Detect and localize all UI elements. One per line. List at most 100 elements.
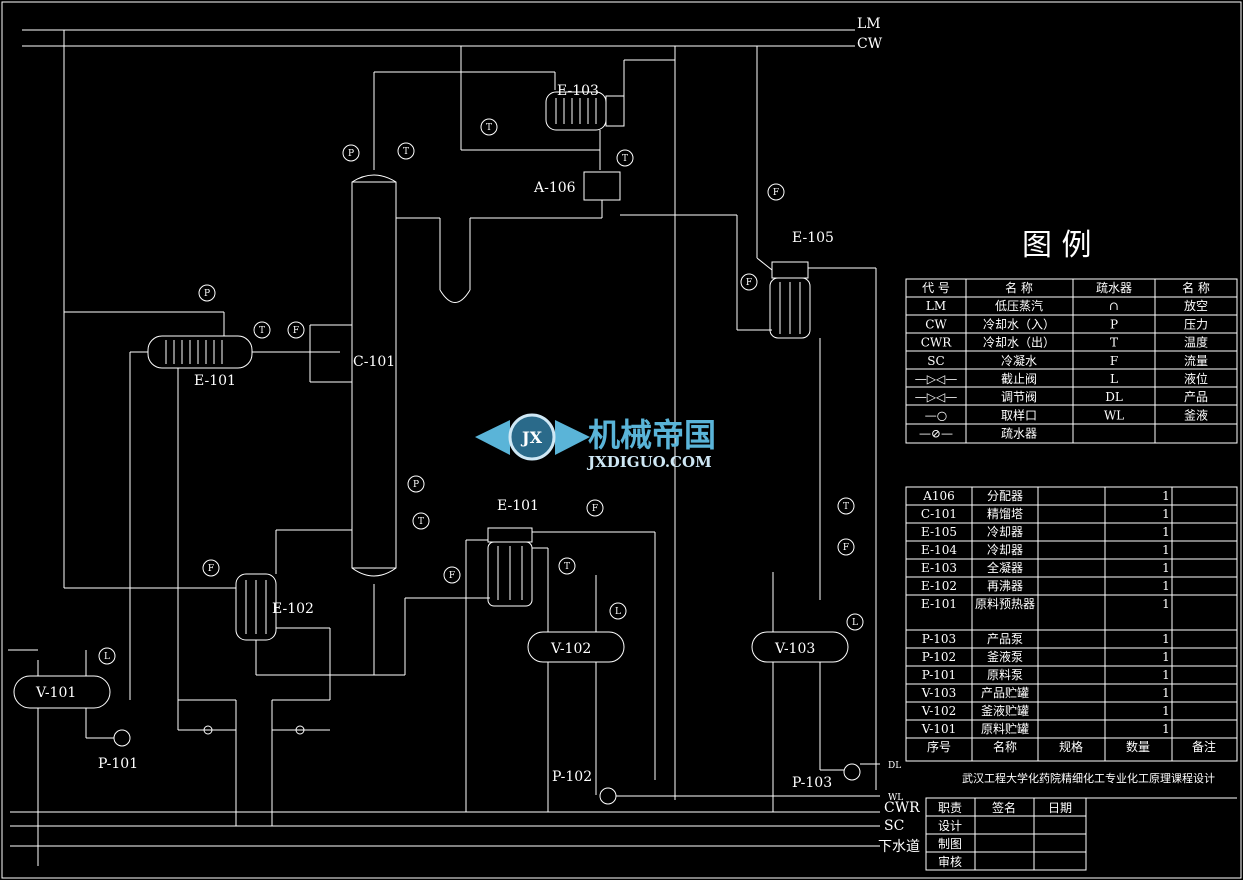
cw-label: CW (857, 36, 883, 52)
legend-cell: L (1110, 372, 1118, 386)
v101-label: V-101 (35, 685, 76, 701)
legend-title: 图 例 (1022, 228, 1092, 263)
legend-cell: 釜液 (1184, 407, 1208, 422)
v102-label: V-102 (550, 641, 591, 657)
instrument-l-label: L (615, 607, 621, 617)
instrument-p-label: P (204, 289, 210, 299)
equipment-list-cell: P-103 (922, 632, 956, 646)
e101-mid-label: E-101 (497, 498, 539, 514)
legend-header-cell: 名 称 (1182, 280, 1210, 295)
legend-cell: —○ (925, 408, 947, 422)
legend-cell: 放空 (1184, 298, 1208, 313)
tb-row-draw: 制图 (938, 837, 962, 851)
legend-cell: —⊘— (919, 427, 953, 441)
p101-label: P-101 (98, 756, 138, 772)
preheater-e101-mid[interactable] (487, 527, 533, 607)
instrument-p-label: P (413, 480, 419, 490)
tank-v101[interactable] (13, 675, 111, 709)
equipment-list-cell: E-104 (921, 543, 957, 557)
e103-label: E-103 (557, 83, 599, 99)
equipment-list-cell: 1 (1162, 632, 1170, 646)
equipment-list-cell: 1 (1162, 507, 1170, 521)
equipment-list-cell: E-105 (921, 525, 957, 539)
equipment-list-cell: E-102 (921, 579, 957, 593)
legend-cell: SC (927, 354, 944, 368)
title-block-grid (925, 797, 1237, 871)
e101-left-label: E-101 (194, 373, 236, 389)
pump-p103[interactable] (843, 763, 861, 781)
legend-cell: CW (925, 317, 947, 331)
instrument-p-label: P (348, 149, 354, 159)
pump-p101[interactable] (113, 729, 131, 747)
equipment-list-cell: 原料泵 (987, 668, 1023, 682)
dl-label: DL (888, 761, 901, 771)
instrument-t-label: T (259, 326, 265, 336)
tb-header-date: 日期 (1048, 801, 1072, 815)
watermark-en: JXDIGUO.COM (586, 453, 712, 471)
legend-cell: 低压蒸汽 (995, 298, 1043, 313)
legend-table-grid (905, 278, 1238, 444)
watermark-cn: 机械帝国 (588, 416, 716, 454)
tb-header-role: 职责 (938, 801, 962, 815)
legend-header-cell: 代 号 (922, 281, 950, 295)
equipment-list-cell: 1 (1162, 525, 1170, 539)
instrument-f-label: F (843, 543, 849, 553)
equipment-list-cell: V-103 (921, 686, 957, 700)
equipment-list-cell: 1 (1162, 579, 1170, 593)
legend-cell: 产品 (1184, 390, 1208, 404)
equipment-list-header: 序号 (927, 739, 951, 754)
equipment-list-cell: E-103 (921, 561, 957, 575)
tb-row-design: 设计 (938, 819, 962, 833)
tb-header-sign: 签名 (992, 800, 1016, 815)
equipment-list-cell: 冷却器 (987, 543, 1023, 557)
pump-p102[interactable] (599, 787, 617, 805)
legend-cell: LM (926, 299, 946, 313)
wl-label: WL (888, 793, 903, 803)
equipment-list-cell: V-102 (921, 704, 957, 718)
drain-label: 下水道 (878, 839, 920, 855)
column-c101[interactable] (351, 174, 397, 577)
reboiler-e102[interactable] (235, 573, 277, 641)
equipment-list-cell: 分配器 (987, 489, 1023, 503)
equipment-list-cell: 产品贮罐 (981, 685, 1029, 700)
legend-cell: ∩ (1109, 299, 1119, 313)
cooler-e105[interactable] (769, 261, 811, 339)
instrument-l-label: L (852, 618, 858, 628)
tb-row-review: 审核 (938, 854, 962, 869)
equipment-list-cell: 1 (1162, 543, 1170, 557)
tank-v102[interactable] (527, 631, 625, 663)
instrument-t-label: T (486, 123, 492, 133)
legend-cell: —▷◁— (915, 390, 957, 404)
legend-cell: 冷凝水 (1001, 353, 1037, 368)
instrument-t-label: T (403, 147, 409, 157)
legend-cell: F (1110, 354, 1118, 368)
p103-label: P-103 (792, 775, 832, 791)
equipment-list-header: 名称 (993, 739, 1017, 754)
preheater-e101-left[interactable] (147, 335, 253, 369)
distributor-a106[interactable] (583, 171, 621, 201)
equipment-list-cell: P-101 (922, 668, 956, 682)
equipment-list-cell: C-101 (921, 507, 957, 521)
legend-cell: P (1110, 317, 1118, 331)
e105-label: E-105 (792, 230, 834, 246)
instrument-f-label: F (746, 278, 752, 288)
equipment-list-cell: 釜液泵 (987, 649, 1023, 664)
equipment-list-cell: E-101 (921, 597, 957, 611)
equipment-list-cell: V-101 (921, 722, 957, 736)
instrument-t-label: T (564, 562, 570, 572)
equipment-list-cell: 1 (1162, 686, 1170, 700)
instrument-f-label: F (293, 326, 299, 336)
instrument-t-label: T (418, 517, 424, 527)
legend-cell: WL (1104, 408, 1124, 422)
project-title: 武汉工程大学化药院精细化工专业化工原理课程设计 (962, 771, 1215, 785)
legend-cell: 冷却水（入） (983, 317, 1055, 331)
legend-header-cell: 疏水器 (1096, 280, 1132, 295)
legend-cell: DL (1105, 390, 1123, 404)
a106-label: A-106 (533, 180, 576, 196)
tank-v103[interactable] (751, 631, 849, 663)
equipment-list-cell: A106 (922, 489, 955, 503)
equipment-list-header: 规格 (1059, 739, 1083, 754)
condenser-e103[interactable] (545, 91, 625, 131)
equipment-list-cell: P-102 (922, 650, 956, 664)
